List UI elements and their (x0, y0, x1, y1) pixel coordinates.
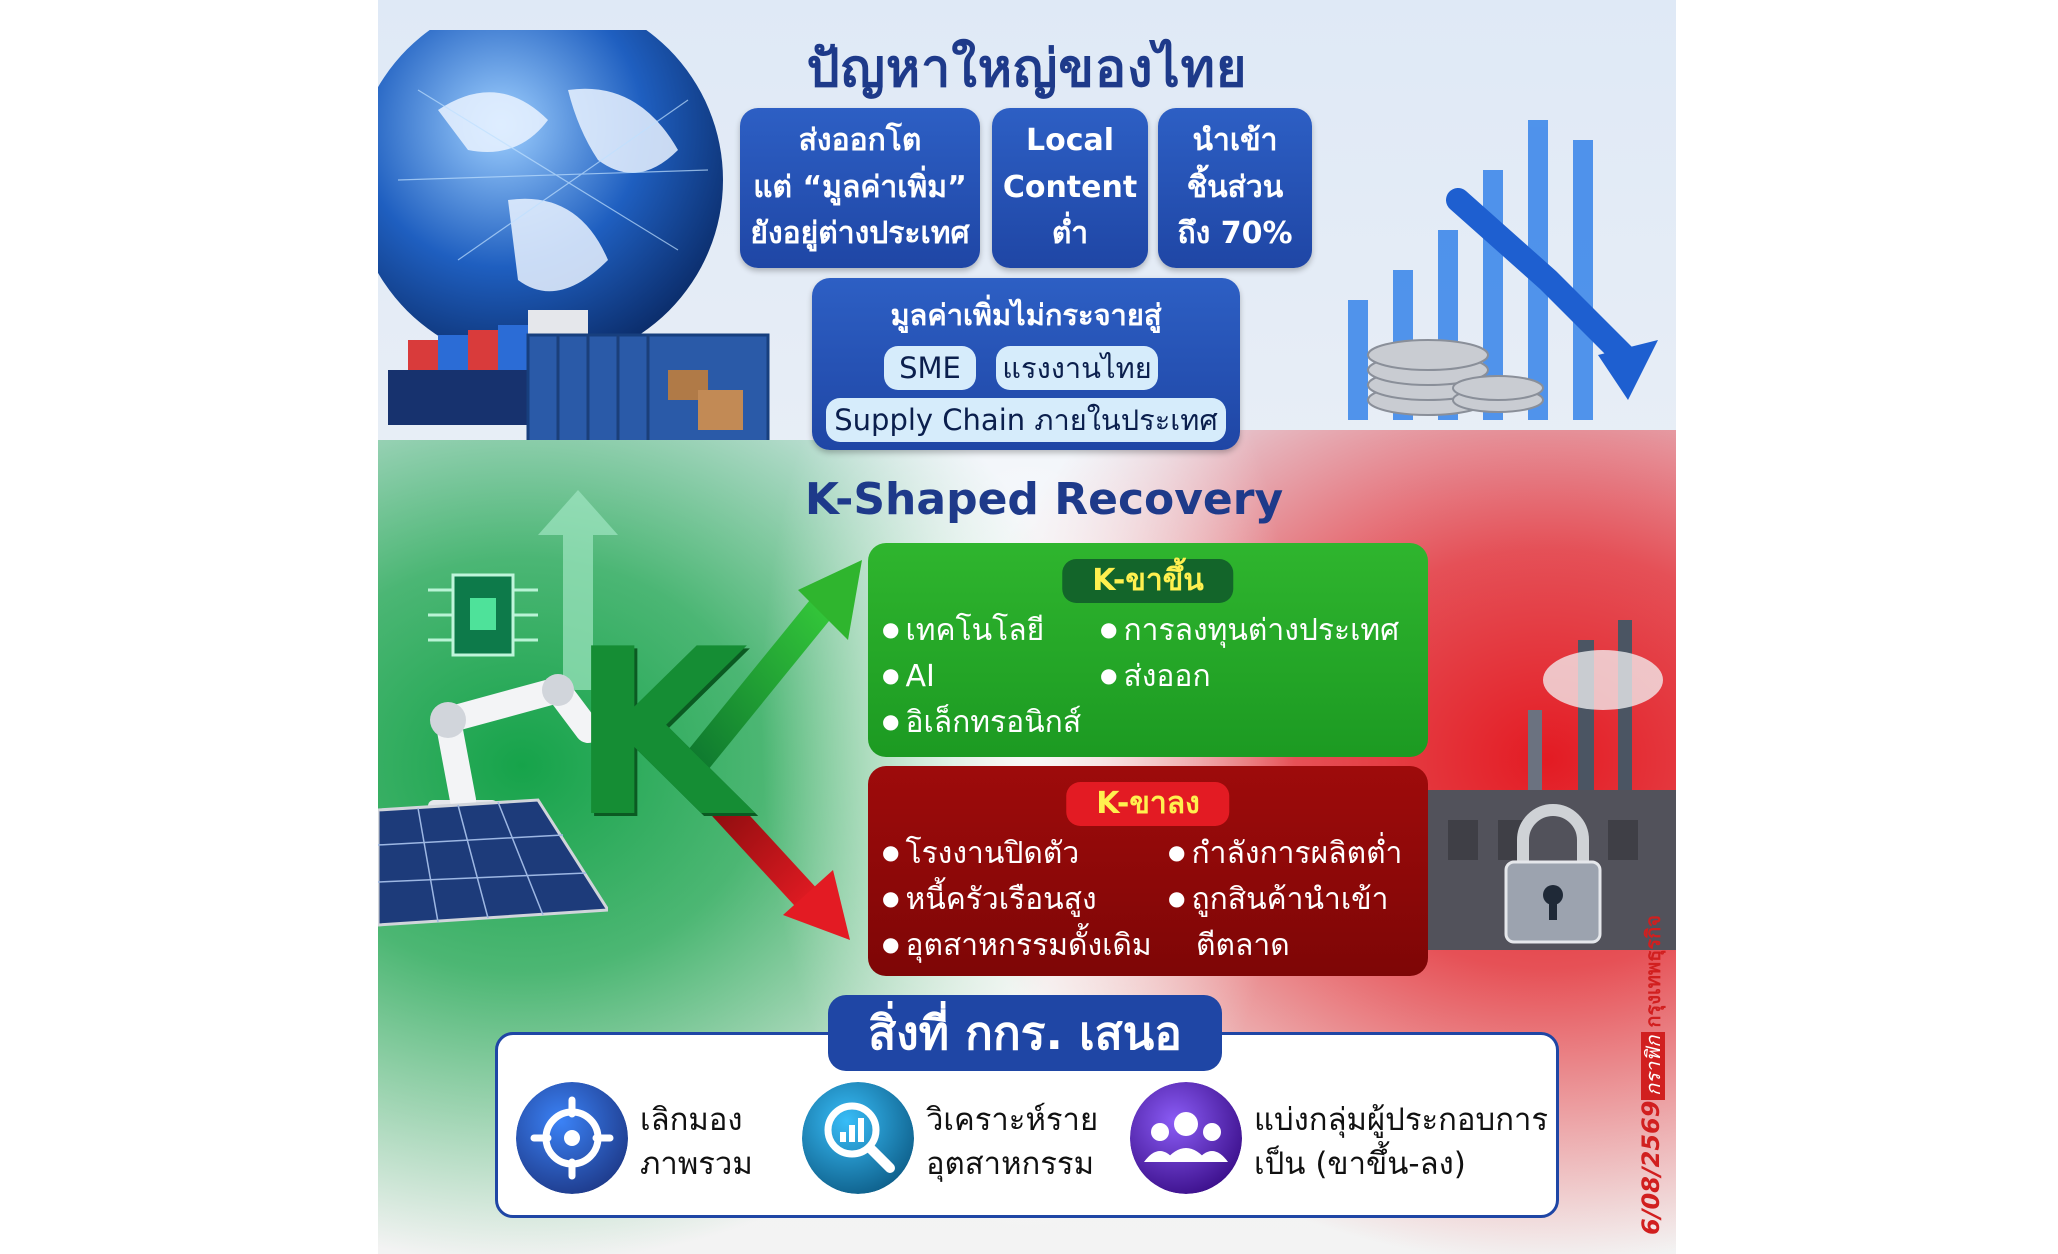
k-shaped-title: K-Shaped Recovery (804, 474, 1284, 525)
solar-panel-icon (378, 798, 608, 927)
k-down-badge: K-ขาลง (1066, 782, 1230, 826)
k-letter: K (570, 601, 749, 868)
problem-line: แต่ “มูลค่าเพิ่ม” (753, 169, 967, 205)
problem-line: ต่ำ (1051, 216, 1089, 252)
proposal-text: วิเคราะห์ราย อุตสาหกรรม (926, 1102, 1099, 1182)
cargo-ship-icon (388, 310, 770, 440)
pill-supply-chain: Supply Chain ภายในประเทศ (826, 398, 1226, 442)
k-up-item: เทคโนโลยี (882, 609, 1044, 651)
target-icon (516, 1082, 628, 1194)
pill-sme: SME (884, 346, 976, 390)
problem-line: Content (1002, 169, 1138, 205)
up-arrow-icon (538, 490, 618, 690)
k-up-item: การลงทุนต่างประเทศ (1100, 609, 1399, 651)
credit-strip: กราฟิกกรุงเทพธุรกิจ 6/08/2569 (1631, 915, 1671, 1245)
globe-icon (378, 30, 723, 365)
value-added-box: มูลค่าเพิ่มไม่กระจายสู่ SME แรงงานไทย Su… (812, 278, 1240, 450)
k-down-item: อุตสาหกรรมดั้งเดิม (882, 924, 1151, 966)
chip-icon (428, 573, 538, 657)
k-up-item: อิเล็กทรอนิกส์ (882, 701, 1081, 743)
people-group-icon (1130, 1082, 1242, 1194)
value-added-title: มูลค่าเพิ่มไม่กระจายสู่ (890, 298, 1162, 332)
k-arrows-graphic (687, 560, 862, 940)
problem-box-local-content: Local Content ต่ำ (992, 108, 1148, 268)
problem-line: ยังอยู่ต่างประเทศ (750, 216, 970, 252)
problem-line: Local (1025, 123, 1115, 159)
credit-date: 6/08/2569 (1637, 1100, 1665, 1235)
factory-icon (1428, 620, 1676, 950)
k-up-item: ส่งออก (1100, 655, 1210, 697)
k-down-item: หนี้ครัวเรือนสูง (882, 878, 1096, 920)
falling-bar-chart-icon (1348, 120, 1658, 420)
magnifier-chart-icon (802, 1082, 914, 1194)
problem-line: ชิ้นส่วน (1186, 169, 1284, 205)
k-down-panel: K-ขาลง โรงงานปิดตัว หนี้ครัวเรือนสูง อุต… (868, 766, 1428, 976)
k-up-item: AI (882, 655, 934, 697)
padlock-icon (1504, 804, 1602, 944)
problem-box-export: ส่งออกโต แต่ “มูลค่าเพิ่ม” ยังอยู่ต่างปร… (740, 108, 980, 268)
infographic-poster: ปัญหาใหญ่ของไทย ส่งออกโต แต่ “มูลค่าเพิ่… (378, 0, 1676, 1254)
proposal-text: แบ่งกลุ่มผู้ประกอบการ เป็น (ขาขึ้น-ลง) (1254, 1102, 1549, 1182)
k-down-item: กำลังการผลิตต่ำ (1168, 832, 1402, 874)
proposal-text: เลิกมอง ภาพรวม (640, 1102, 753, 1182)
k-down-item: โรงงานปิดตัว (882, 832, 1079, 874)
k-up-badge: K-ขาขึ้น (1062, 559, 1234, 603)
k-down-item-continued: ตีตลาด (1196, 928, 1290, 963)
k-down-item: ถูกสินค้านำเข้า (1168, 878, 1388, 920)
k-up-panel: K-ขาขึ้น เทคโนโลยี AI อิเล็กทรอนิกส์ การ… (868, 543, 1428, 757)
problem-line: ถึง 70% (1177, 216, 1293, 252)
problem-line: นำเข้า (1192, 123, 1278, 159)
pill-thai-labor: แรงงานไทย (996, 346, 1158, 390)
problem-line: ส่งออกโต (798, 123, 922, 159)
proposals-title: สิ่งที่ กกร. เสนอ (828, 995, 1222, 1071)
problem-box-imports: นำเข้า ชิ้นส่วน ถึง 70% (1158, 108, 1312, 268)
credit-source: กราฟิกกรุงเทพธุรกิจ (1637, 911, 1669, 1100)
page-title: ปัญหาใหญ่ของไทย (806, 39, 1248, 99)
